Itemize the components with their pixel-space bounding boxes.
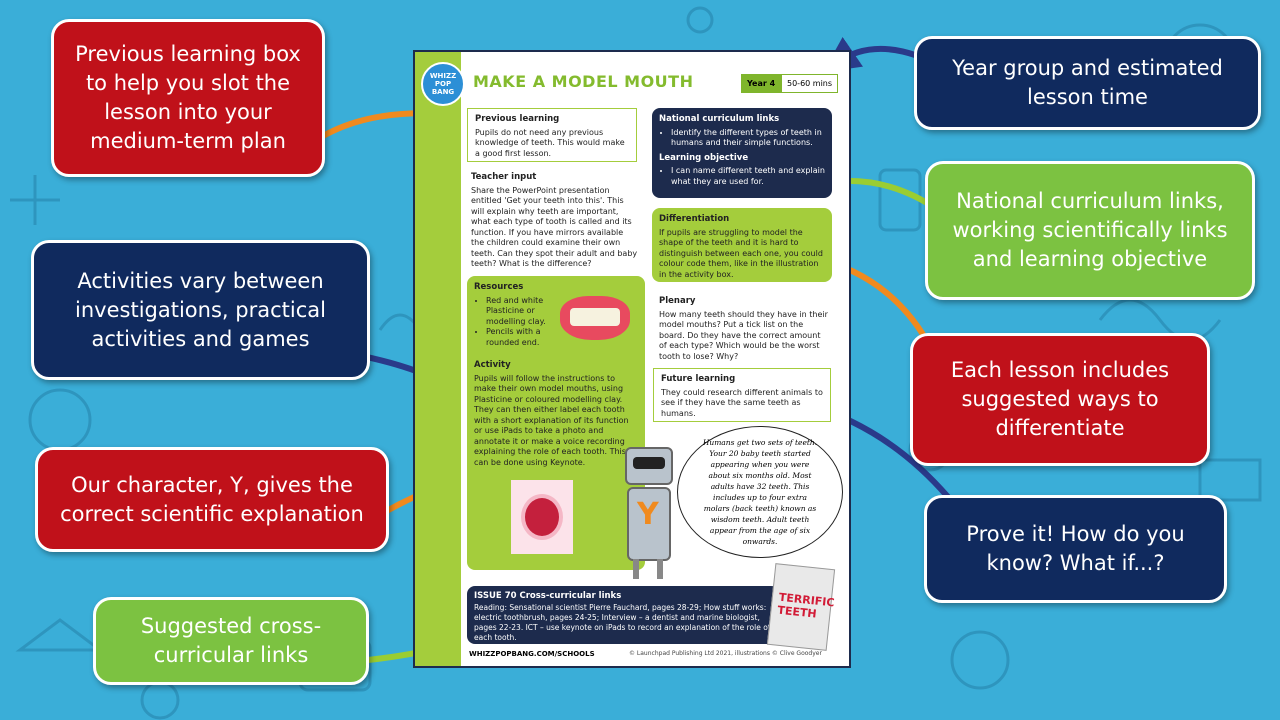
resource-item: Red and white Plasticine or modelling cl… <box>486 296 566 328</box>
magazine-title: TERRIFIC TEETH <box>776 590 836 621</box>
resource-item: Pencils with a rounded end. <box>486 327 566 348</box>
teacher-input-box: Teacher input Share the PowerPoint prese… <box>467 172 642 270</box>
future-learning-text: They could research different animals to… <box>661 387 823 418</box>
objective-heading: Learning objective <box>659 152 749 163</box>
year-badge: Year 4 <box>741 74 782 93</box>
cross-curricular-box: ISSUE 70 Cross-curricular links Reading:… <box>467 586 779 644</box>
previous-learning-box: Previous learning Pupils do not need any… <box>467 108 637 162</box>
side-strip <box>415 52 461 666</box>
resources-heading: Resources <box>474 282 524 292</box>
website-text: WHIZZPOPBANG.COM/SCHOOLS <box>469 650 595 658</box>
speech-bubble: Humans get two sets of teeth. Your 20 ba… <box>677 426 843 558</box>
differentiation-box: Differentiation If pupils are struggling… <box>652 208 832 282</box>
page-title: MAKE A MODEL MOUTH <box>473 72 694 91</box>
copyright-text: © Launchpad Publishing Ltd 2021, illustr… <box>629 650 822 657</box>
objective-item: I can name different teeth and explain w… <box>671 166 825 187</box>
curriculum-item: Identify the different types of teeth in… <box>671 128 825 149</box>
magazine-cover: TERRIFIC TEETH <box>766 563 836 651</box>
curriculum-links-box: National curriculum links Identify the d… <box>652 108 832 198</box>
previous-learning-text: Pupils do not need any previous knowledg… <box>475 127 625 158</box>
previous-learning-heading: Previous learning <box>475 114 560 124</box>
cross-heading: ISSUE 70 Cross-curricular links <box>474 591 622 601</box>
callout-curriculum-links: National curriculum links, working scien… <box>925 161 1255 300</box>
future-learning-heading: Future learning <box>661 374 736 384</box>
callout-character: Our character, Y, gives the correct scie… <box>35 447 389 552</box>
callout-prove-it: Prove it! How do you know? What if...? <box>924 495 1227 603</box>
future-learning-box: Future learning They could research diff… <box>653 368 831 422</box>
curriculum-heading: National curriculum links <box>659 114 780 124</box>
teacher-input-text: Share the PowerPoint presentation entitl… <box>471 185 638 269</box>
cross-text: Reading: Sensational scientist Pierre Fa… <box>474 603 771 642</box>
differentiation-heading: Differentiation <box>659 214 730 224</box>
callout-previous-learning: Previous learning box to help you slot t… <box>51 19 325 177</box>
callout-year-group: Year group and estimated lesson time <box>914 36 1261 130</box>
differentiation-text: If pupils are struggling to model the sh… <box>659 227 823 279</box>
activity-heading: Activity <box>474 360 511 370</box>
activity-text: Pupils will follow the instructions to m… <box>474 373 629 467</box>
callout-activities: Activities vary between investigations, … <box>31 240 370 380</box>
plenary-text: How many teeth should they have in their… <box>659 309 828 361</box>
callout-cross-curricular: Suggested cross-curricular links <box>93 597 369 685</box>
model-teeth-image <box>560 296 630 340</box>
time-badge: 50-60 mins <box>781 74 839 93</box>
plenary-box: Plenary How many teeth should they have … <box>655 296 833 362</box>
callout-differentiate: Each lesson includes suggested ways to d… <box>910 333 1210 466</box>
lesson-worksheet: WHIZZ POP BANG MAKE A MODEL MOUTH Year 4… <box>413 50 851 668</box>
open-mouth-image <box>511 480 573 554</box>
logo: WHIZZ POP BANG <box>421 62 465 106</box>
plenary-heading: Plenary <box>659 296 696 306</box>
teacher-input-heading: Teacher input <box>471 172 537 182</box>
